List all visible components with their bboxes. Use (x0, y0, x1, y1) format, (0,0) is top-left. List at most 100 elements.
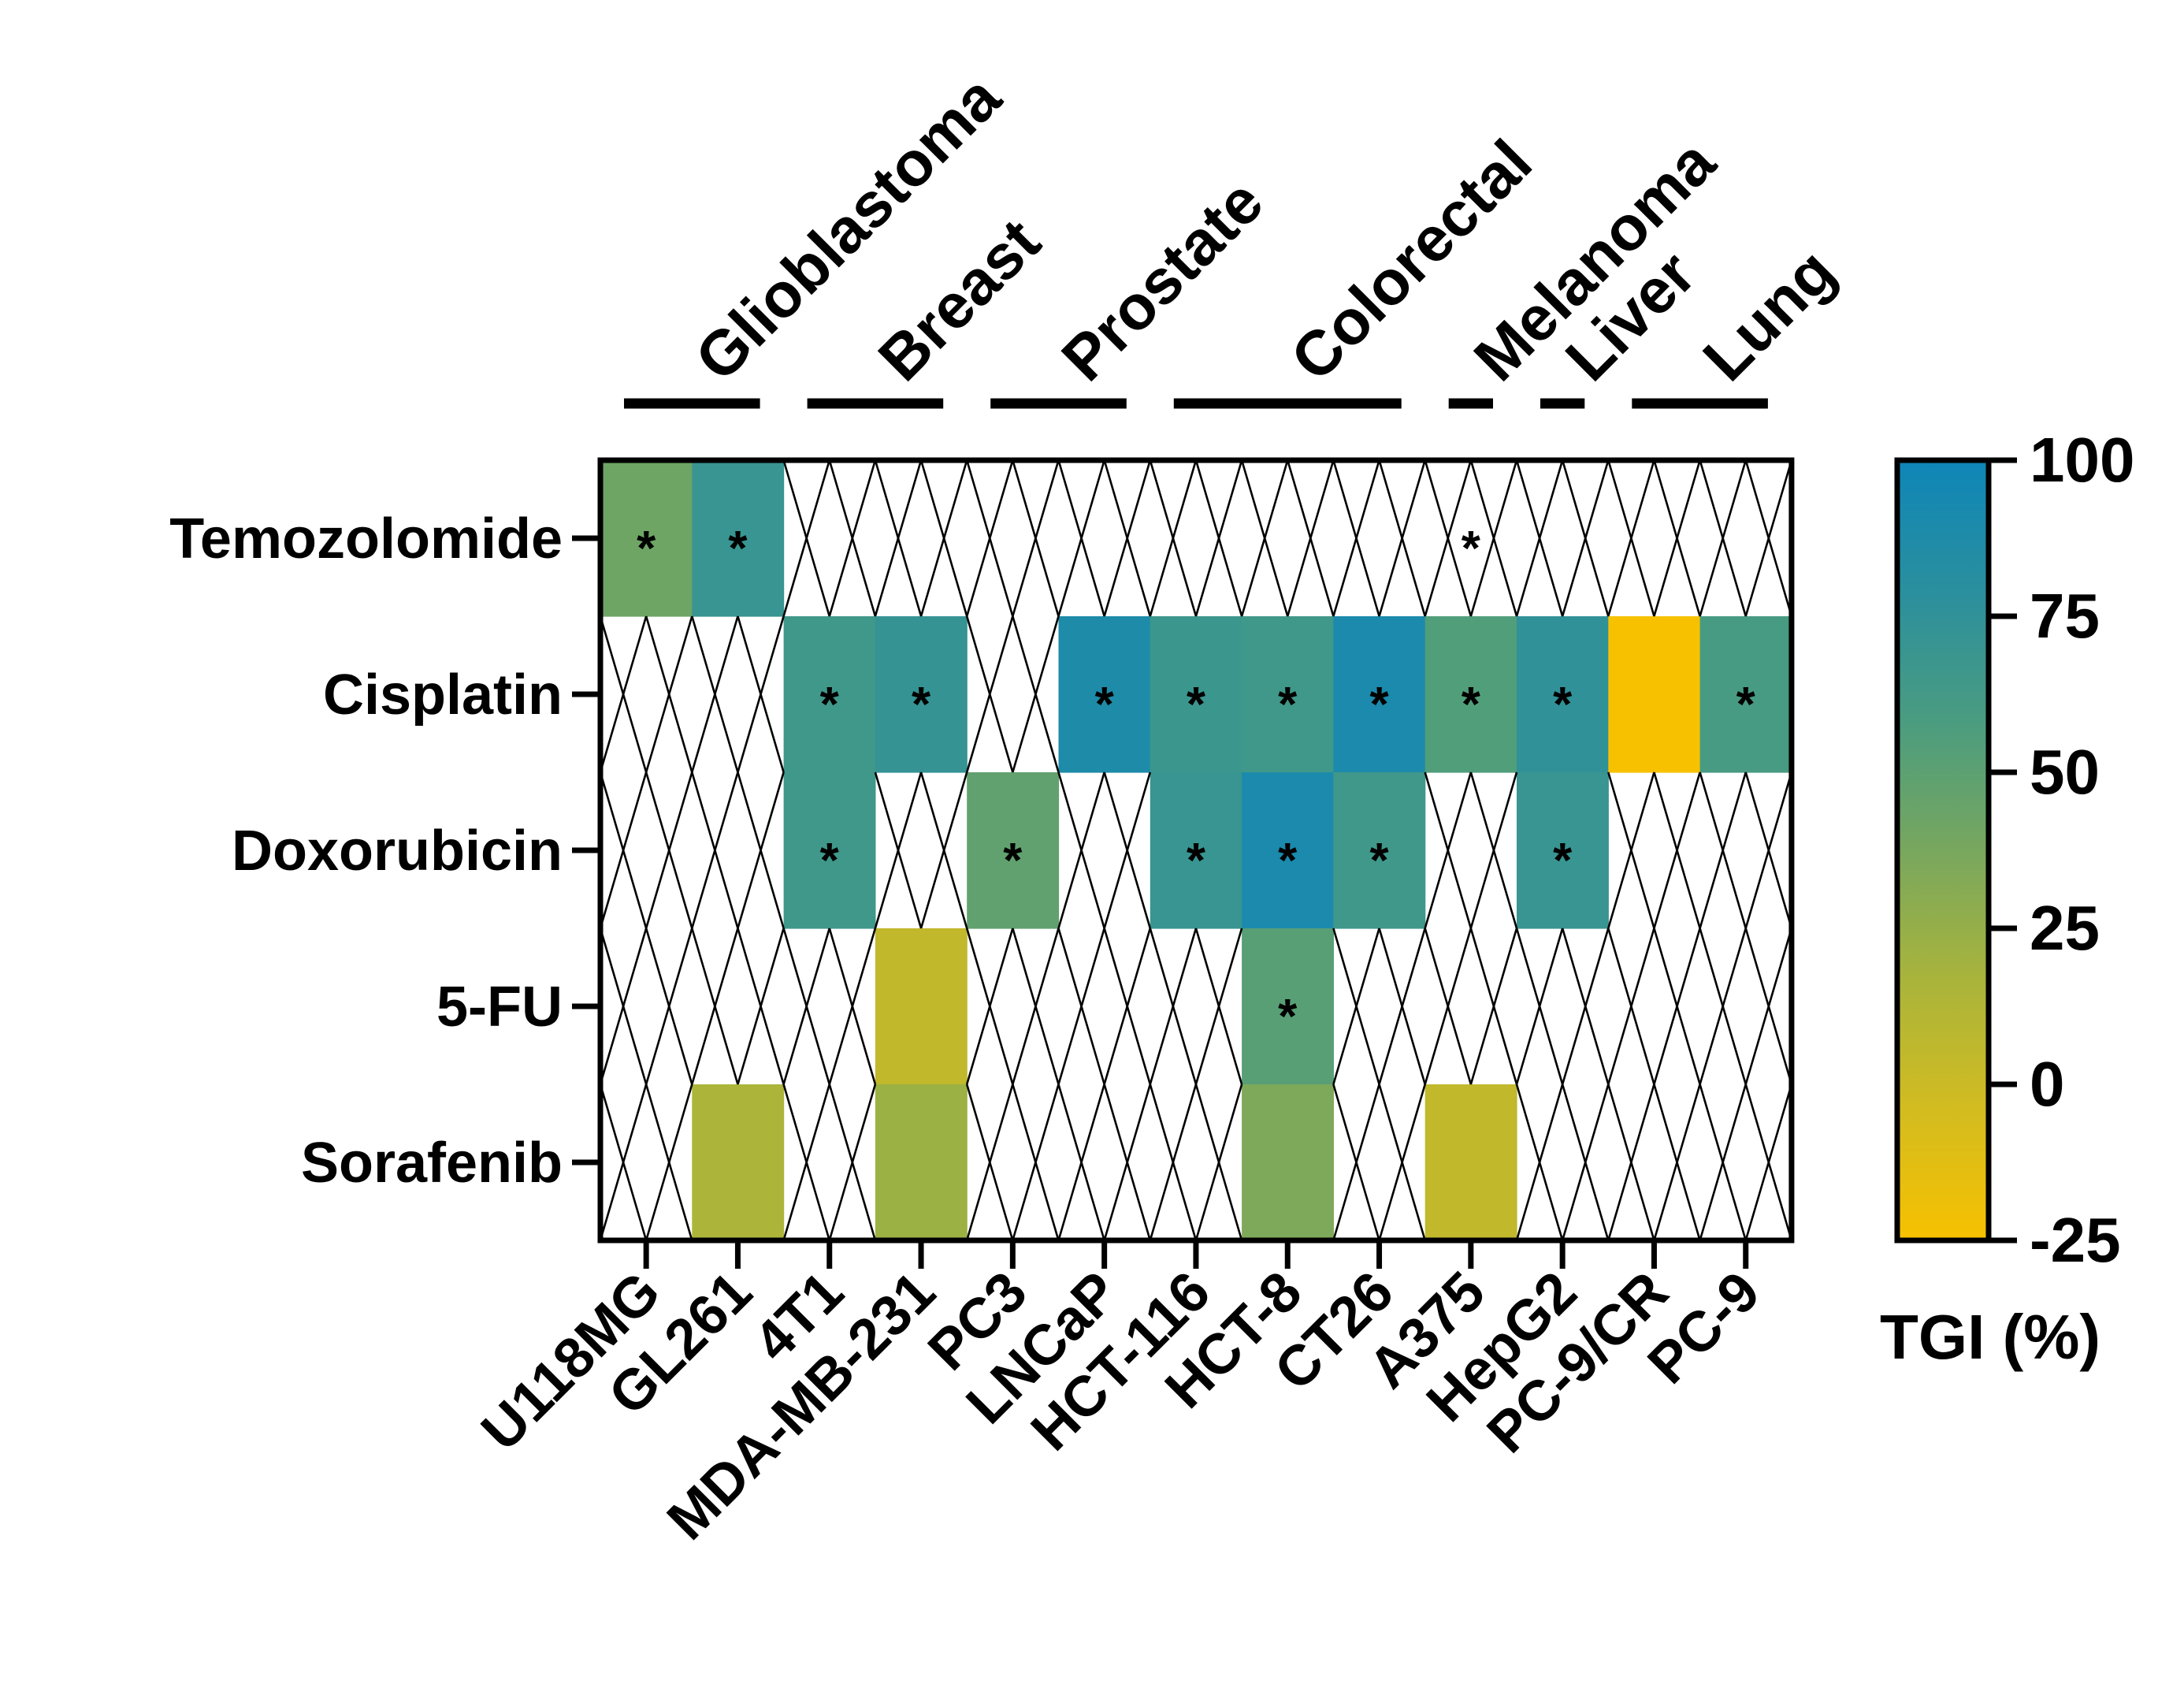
cross-5-fu-gl261-d (737, 928, 785, 1085)
cross-temozolomide-4t1-d (828, 459, 877, 617)
cell-cisplatin-pc-9-cr (1608, 616, 1701, 773)
cross-cisplatin-pc3-c (965, 615, 1014, 773)
cross-temozolomide-ct26-d (1378, 459, 1426, 617)
cross-doxorubicin-u118mg-c (599, 771, 648, 929)
cross-doxorubicin-gl261-c (691, 771, 739, 929)
cross-temozolomide-lncap-d (1103, 459, 1152, 617)
cross-temozolomide-hct-8-c (1240, 459, 1289, 617)
cell-doxorubicin-ct26 (1333, 772, 1426, 929)
row-label-5-fu: 5-FU (436, 976, 563, 1039)
cross-cisplatin-pc3-d (1012, 615, 1060, 773)
cross-5-fu-pc-9-c (1699, 928, 1747, 1085)
row-label-sorafenib: Sorafenib (301, 1132, 563, 1195)
cross-sorafenib-lncap-c (1057, 1084, 1105, 1241)
cell-cisplatin-ct26 (1333, 616, 1426, 773)
cross-doxorubicin-a375-d (1469, 771, 1518, 929)
cross-5-fu-a375-c (1424, 928, 1473, 1085)
cross-5-fu-ct26-c (1332, 928, 1380, 1085)
cross-sorafenib-pc3-c (965, 1084, 1014, 1241)
cross-doxorubicin-lncap-d (1103, 771, 1152, 929)
cross-5-fu-pc-9-cr-c (1607, 928, 1655, 1085)
cell-doxorubicin-4t1 (783, 772, 876, 929)
colorbar-tick-label-75: 75 (2030, 581, 2100, 651)
cross-5-fu-ct26-d (1378, 928, 1426, 1085)
cross-sorafenib-ct26-d (1378, 1084, 1426, 1241)
cross-5-fu-pc3-c (965, 928, 1014, 1085)
cross-cisplatin-gl261-c (691, 615, 739, 773)
cross-cisplatin-u118mg-d (644, 615, 693, 773)
row-label-doxorubicin: Doxorubicin (232, 820, 563, 883)
significance-star-doxorubicin-hct-116: * (1187, 834, 1206, 888)
cross-temozolomide-a375-d (1469, 459, 1518, 617)
cell-cisplatin-lncap (1058, 616, 1151, 773)
significance-star-doxorubicin-pc3: * (1003, 834, 1023, 888)
significance-star-cisplatin-4t1: * (820, 678, 840, 732)
cross-sorafenib-u118mg-d (644, 1084, 693, 1241)
cross-temozolomide-pc-9-d (1744, 459, 1793, 617)
cross-temozolomide-lncap-c (1057, 459, 1105, 617)
cross-temozolomide-pc3-c (965, 459, 1014, 617)
row-label-cisplatin: Cisplatin (323, 664, 563, 727)
cross-doxorubicin-mda-mb-231-c (874, 771, 923, 929)
cross-temozolomide-hepg2-c (1515, 459, 1564, 617)
cross-temozolomide-ct26-c (1332, 459, 1380, 617)
cross-5-fu-hct-116-d (1194, 928, 1243, 1085)
colorbar-title: TGI (%) (1880, 1302, 2100, 1372)
cross-5-fu-pc3-d (1012, 928, 1060, 1085)
cell-temozolomide-gl261 (692, 460, 785, 617)
significance-markers: ******************* (637, 522, 1756, 1044)
cell-cisplatin-hepg2 (1517, 616, 1609, 773)
cell-doxorubicin-pc3 (967, 772, 1060, 929)
cross-sorafenib-pc-9-c (1699, 1084, 1747, 1241)
cross-temozolomide-pc3-d (1012, 459, 1060, 617)
significance-star-cisplatin-lncap: * (1095, 678, 1115, 732)
cross-temozolomide-pc-9-c (1699, 459, 1747, 617)
colorbar-gradient-bar (1894, 457, 1992, 1244)
cross-doxorubicin-pc-9-c (1699, 771, 1747, 929)
cross-5-fu-u118mg-c (599, 928, 648, 1085)
significance-star-doxorubicin-hepg2: * (1553, 834, 1573, 888)
cross-5-fu-pc-9-d (1744, 928, 1793, 1085)
cell-cisplatin-pc-9 (1699, 616, 1792, 773)
group-label-prostate: Prostate (1049, 166, 1276, 394)
cross-sorafenib-pc-9-cr-d (1653, 1084, 1701, 1241)
significance-star-cisplatin-hepg2: * (1553, 678, 1573, 732)
cell-cisplatin-mda-mb-231 (875, 616, 968, 773)
cross-doxorubicin-mda-mb-231-d (919, 771, 968, 929)
colorbar-tick-label-100: 100 (2030, 425, 2134, 495)
significance-star-doxorubicin-4t1: * (820, 834, 840, 888)
significance-star-cisplatin-pc-9: * (1736, 678, 1756, 732)
cross-sorafenib-hct-116-c (1149, 1084, 1198, 1241)
significance-star-doxorubicin-ct26: * (1369, 834, 1389, 888)
cross-sorafenib-u118mg-c (599, 1084, 648, 1241)
cell-cisplatin-hct-116 (1150, 616, 1242, 773)
cross-doxorubicin-pc-9-d (1744, 771, 1793, 929)
significance-star-5-fu-hct-8: * (1278, 990, 1298, 1044)
cross-sorafenib-hepg2-c (1515, 1084, 1564, 1241)
row-label-temozolomide: Temozolomide (169, 507, 563, 571)
cross-doxorubicin-pc-9-cr-d (1653, 771, 1701, 929)
cell-5-fu-hct-8 (1242, 928, 1334, 1085)
cross-temozolomide-pc-9-cr-c (1607, 459, 1655, 617)
cross-sorafenib-pc-9-cr-c (1607, 1084, 1655, 1241)
significance-star-cisplatin-mda-mb-231: * (912, 678, 931, 732)
significance-star-cisplatin-ct26: * (1369, 678, 1389, 732)
cross-doxorubicin-a375-c (1424, 771, 1473, 929)
heatmap-cells (600, 460, 1792, 1241)
cross-temozolomide-hct-116-d (1194, 459, 1243, 617)
cell-doxorubicin-hepg2 (1517, 772, 1609, 929)
cross-sorafenib-lncap-d (1103, 1084, 1152, 1241)
cross-cisplatin-gl261-d (737, 615, 785, 773)
cell-doxorubicin-hct-8 (1242, 772, 1334, 929)
significance-star-cisplatin-hct-8: * (1278, 678, 1298, 732)
cross-5-fu-gl261-c (691, 928, 739, 1085)
cell-cisplatin-a375 (1424, 616, 1517, 773)
cell-sorafenib-hct-8 (1242, 1084, 1334, 1241)
cell-cisplatin-hct-8 (1242, 616, 1334, 773)
cross-sorafenib-pc3-d (1012, 1084, 1060, 1241)
cross-5-fu-hepg2-d (1561, 928, 1610, 1085)
